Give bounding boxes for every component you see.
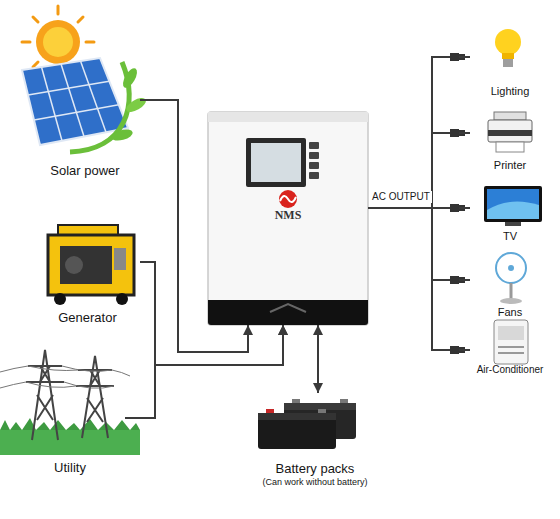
- battery-icon: [258, 399, 356, 449]
- power-wire: [368, 57, 470, 208]
- solar-power-source: Solar power: [30, 8, 140, 179]
- power-wire: [368, 133, 470, 208]
- load-device: Air-Conditioner: [470, 318, 550, 376]
- power-wire: [140, 100, 253, 352]
- power-wire: [125, 325, 288, 418]
- arrow-head: [278, 325, 288, 335]
- node-label: Lighting: [491, 85, 530, 98]
- power-wire: [313, 325, 323, 393]
- wire-line: [317, 325, 319, 393]
- tv-icon: [484, 186, 542, 226]
- node-label: NMS: [275, 208, 302, 222]
- wire-line: [140, 100, 248, 352]
- wire-line: [368, 57, 470, 208]
- wire-line: [368, 208, 470, 350]
- node-label: Solar power: [50, 163, 119, 179]
- power-wire: [140, 262, 288, 365]
- fan-icon: [496, 253, 526, 304]
- load-device: Fans: [470, 248, 550, 319]
- generator-icon: [48, 225, 134, 305]
- printer-icon: [488, 112, 532, 152]
- inverter-body: [208, 112, 368, 325]
- wire-line: [368, 133, 470, 208]
- node-label: Air-Conditioner: [477, 364, 544, 376]
- wire-line: [125, 325, 283, 418]
- node-label: Printer: [494, 159, 526, 172]
- load-device: Printer: [470, 108, 550, 172]
- load-device: Lighting: [470, 22, 550, 98]
- wire-line: [368, 208, 470, 280]
- arrow-head: [278, 325, 288, 335]
- plug-symbol: [450, 53, 465, 354]
- bulb-icon: [495, 29, 521, 67]
- air-conditioner-icon: [494, 320, 528, 364]
- battery-pack: Battery packs(Can work without battery): [245, 393, 385, 487]
- generator-source: Generator: [35, 220, 140, 326]
- load-device: TV: [470, 180, 550, 243]
- arrow-head: [313, 383, 323, 393]
- arrow-head: [243, 325, 253, 335]
- power-wire: [368, 208, 470, 350]
- utility-source: Utility: [15, 342, 125, 476]
- power-wire: [368, 208, 470, 280]
- output-label: AC OUTPUT: [370, 191, 432, 203]
- wire-line: [140, 262, 283, 365]
- inverter-unit: NMS: [208, 112, 368, 325]
- utility-tower-icon: [0, 350, 140, 455]
- solar-panel-icon: [22, 6, 148, 152]
- node-label: Fans: [498, 306, 522, 319]
- node-note: (Can work without battery): [262, 477, 367, 488]
- node-label: Generator: [58, 310, 117, 326]
- node-label: Utility: [54, 460, 86, 476]
- arrow-head: [313, 325, 323, 335]
- node-label: Battery packs: [276, 461, 355, 477]
- node-label: TV: [503, 230, 517, 243]
